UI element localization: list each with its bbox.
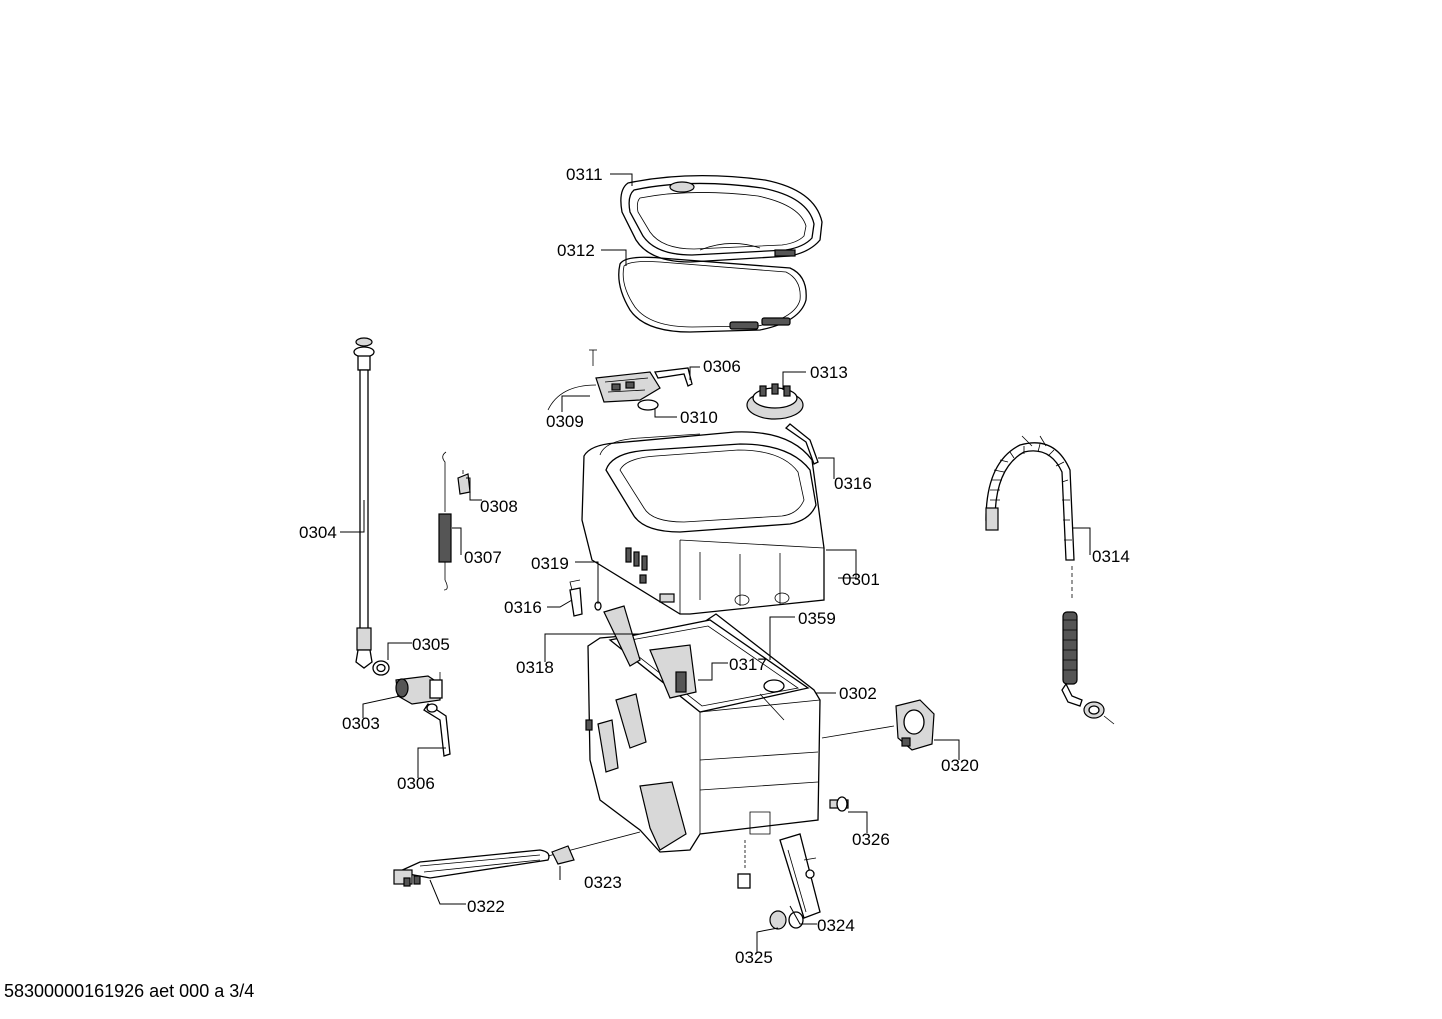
label-0306-upper: 0306 [703, 357, 741, 376]
label-0318: 0318 [516, 658, 554, 677]
label-0302: 0302 [839, 684, 877, 703]
screw-icon [589, 349, 597, 366]
part-0324-strap [779, 833, 821, 919]
part-0301-top-housing [581, 431, 825, 615]
part-0316-hose-lower [569, 579, 583, 617]
label-0307: 0307 [464, 548, 502, 567]
label-0301: 0301 [842, 570, 880, 589]
label-0317: 0317 [729, 655, 767, 674]
label-0314: 0314 [1092, 547, 1130, 566]
label-0308: 0308 [480, 497, 518, 516]
part-0311-door-seal [620, 175, 823, 263]
part-0306-bracket-upper [654, 367, 693, 387]
part-tag [737, 840, 751, 889]
label-0303: 0303 [342, 714, 380, 733]
part-0305-ring [372, 660, 390, 676]
part-0308-clip [457, 470, 471, 495]
label-0320: 0320 [941, 756, 979, 775]
leader-lines [340, 173, 1091, 952]
part-0306-hose-lower [423, 703, 451, 757]
label-0322: 0322 [467, 897, 505, 916]
label-0319: 0319 [531, 554, 569, 573]
label-0311: 0311 [566, 165, 603, 184]
part-0323-clamp [551, 845, 575, 865]
part-0314-drain-hose [985, 435, 1115, 725]
part-0326-screw [829, 796, 849, 812]
part-0307-spring [438, 451, 452, 591]
label-0312: 0312 [557, 241, 595, 260]
label-0309: 0309 [546, 412, 584, 431]
part-0304-suspension-rod [353, 337, 375, 669]
label-0304: 0304 [299, 523, 337, 542]
part-0309-control-module [547, 371, 661, 411]
part-0310-o-ring [637, 399, 659, 411]
label-0323: 0323 [584, 873, 622, 892]
label-0310: 0310 [680, 408, 718, 427]
part-0303-valve [395, 672, 443, 705]
label-0359: 0359 [798, 609, 836, 628]
part-0320-pump [821, 699, 935, 751]
part-0313-pressure-switch [746, 383, 804, 420]
label-0325: 0325 [735, 948, 773, 967]
part-0312-gasket [618, 249, 807, 333]
part-0302-lower-housing [585, 605, 821, 853]
part-labels: 0311 0312 0306 0313 0309 0310 0316 0308 … [299, 165, 1130, 967]
document-id: 58300000161926 aet 000 a 3/4 [4, 981, 255, 1001]
label-0316-upper: 0316 [834, 474, 872, 493]
label-0326: 0326 [852, 830, 890, 849]
label-0316-lower: 0316 [504, 598, 542, 617]
label-0305: 0305 [412, 635, 450, 654]
part-0316-hose-upper [784, 423, 819, 465]
label-0324: 0324 [817, 916, 855, 935]
label-0306-lower: 0306 [397, 774, 435, 793]
label-0313: 0313 [810, 363, 848, 382]
